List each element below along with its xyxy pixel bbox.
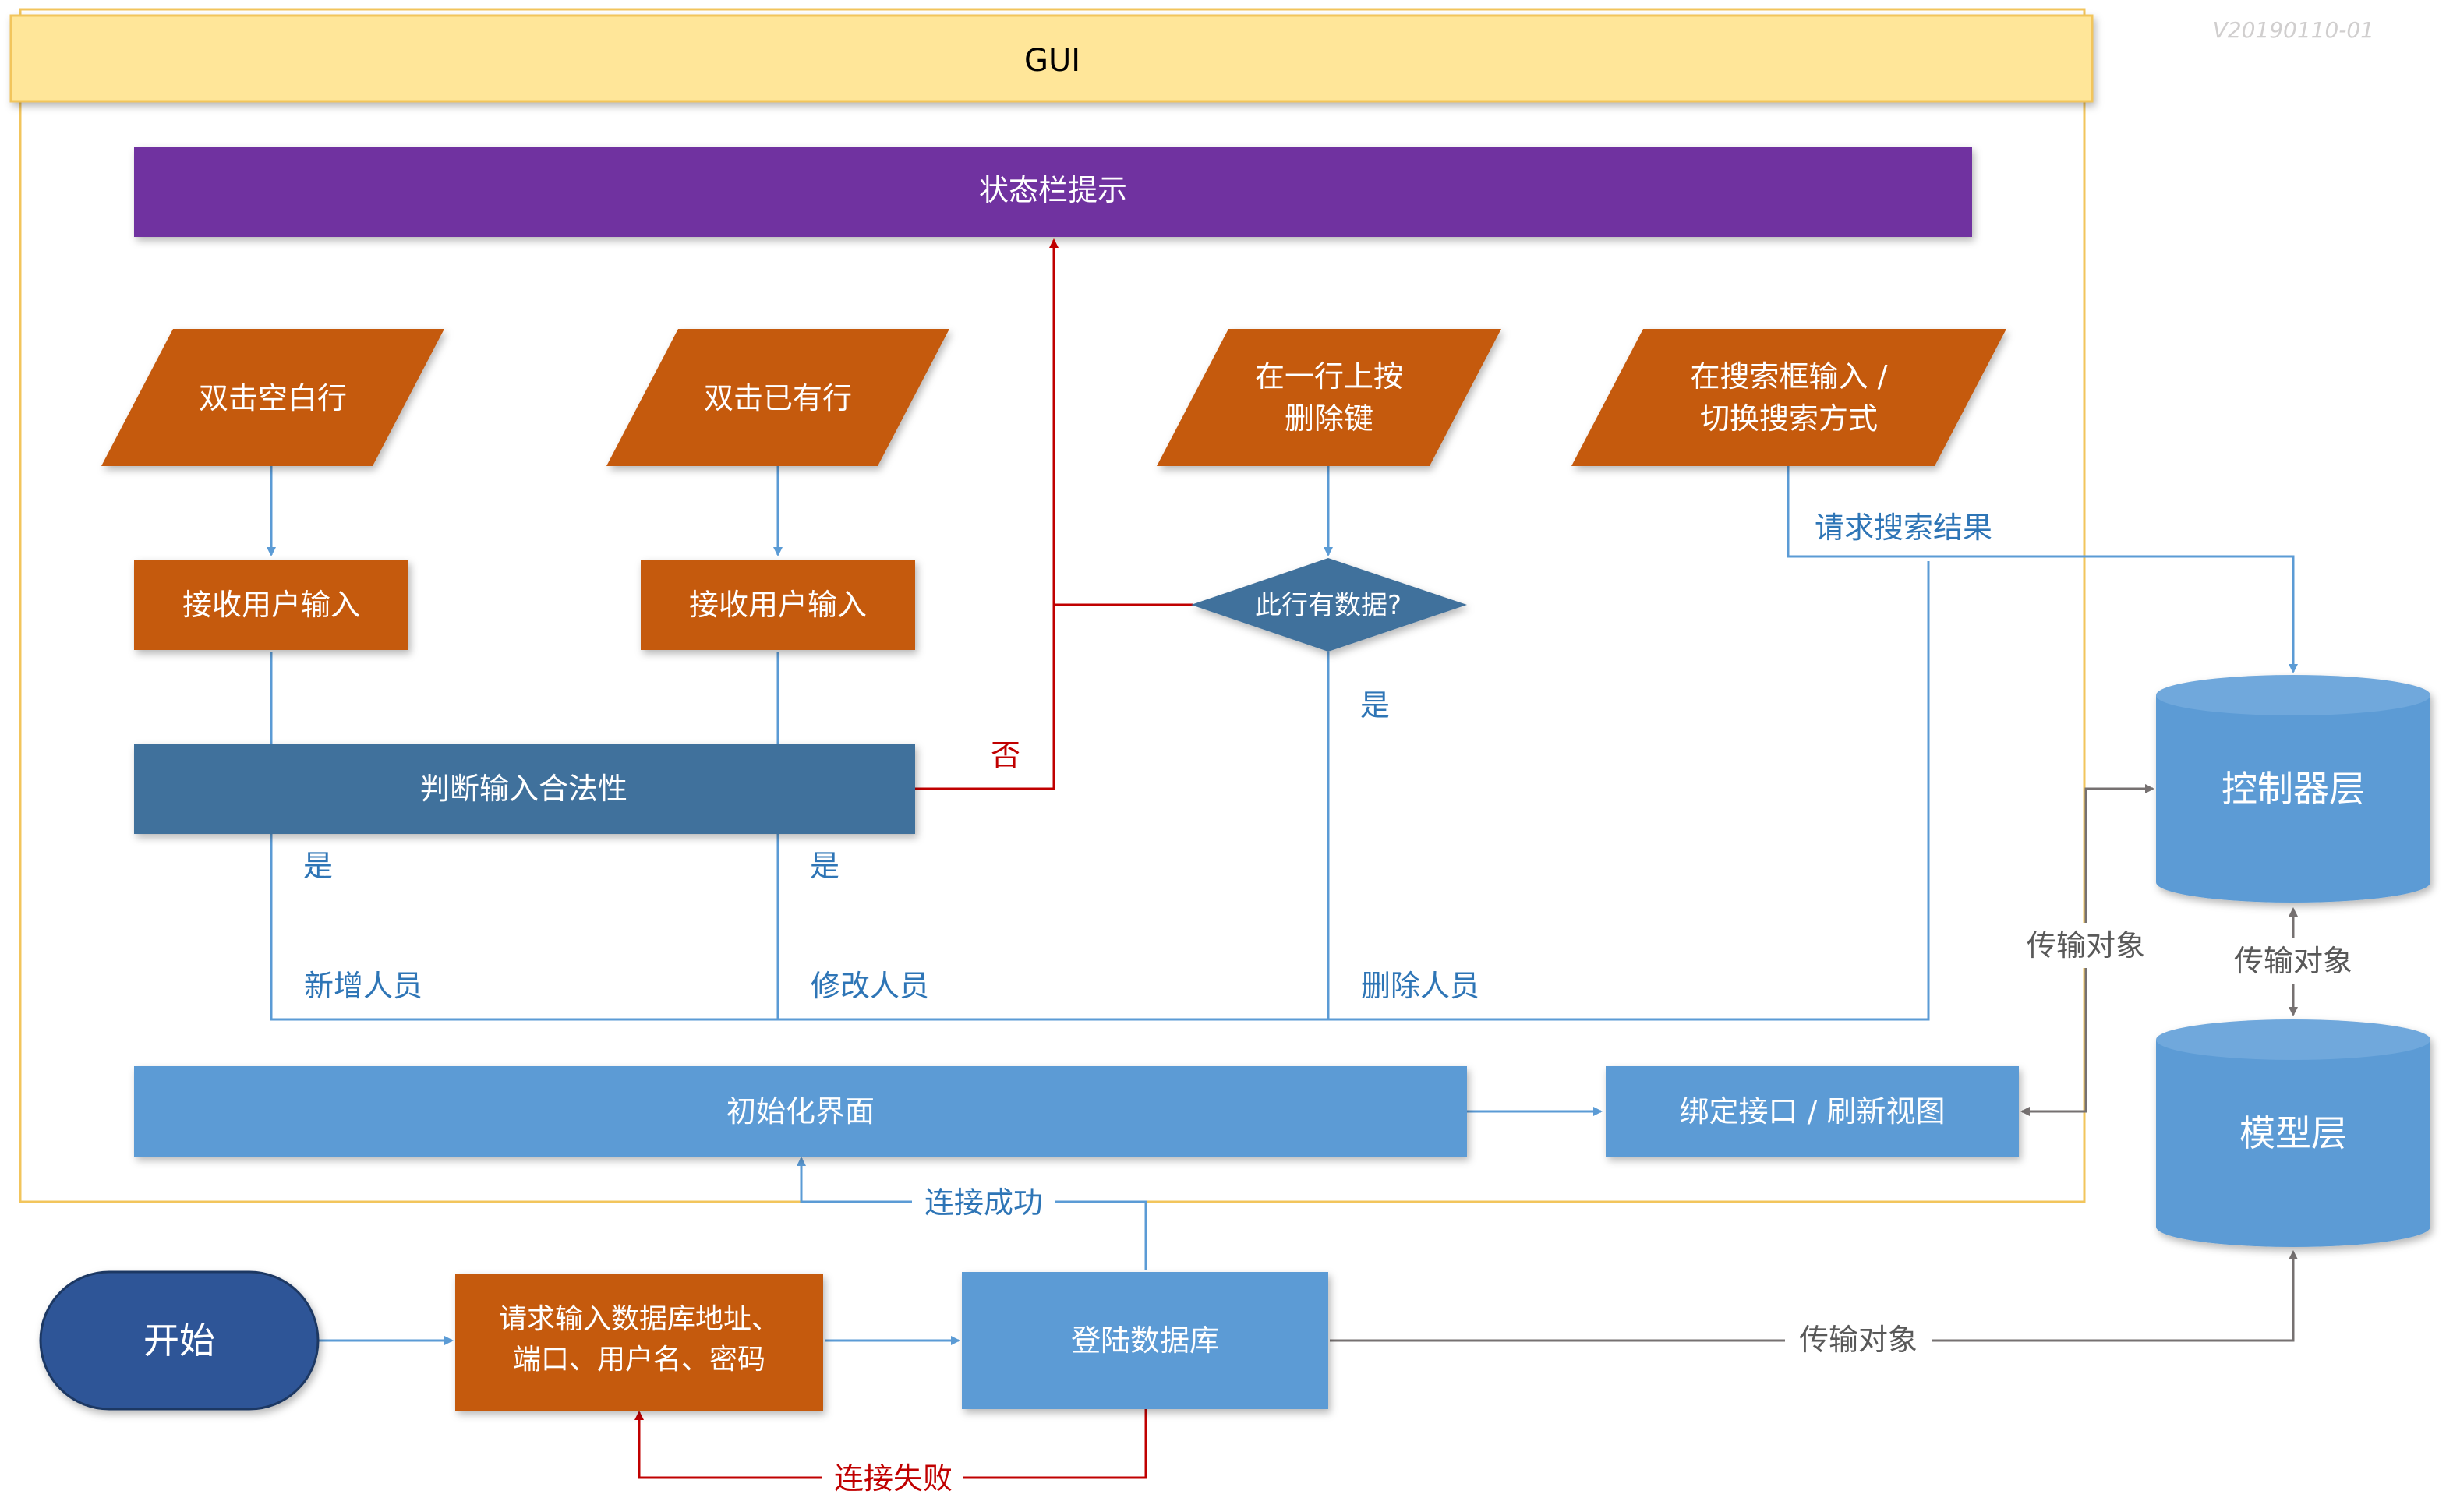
gui-header-title: GUI [1024, 43, 1080, 79]
label-add-person: 新增人员 [304, 969, 422, 1003]
input-search [1571, 329, 2006, 466]
layer-controller [2156, 675, 2430, 903]
layer-model-label: 模型层 [2239, 1112, 2347, 1154]
input-dblclick-blank-label: 双击空白行 [199, 381, 347, 415]
input-dblclick-existing [606, 329, 949, 466]
process-validate-input-label: 判断输入合法性 [420, 772, 627, 806]
label-yes-add: 是 [303, 849, 333, 883]
label-delete-person: 删除人员 [1361, 969, 1479, 1003]
start-node-label: 开始 [143, 1319, 215, 1362]
status-bar-label: 状态栏提示 [979, 173, 1127, 207]
process-bind-refresh [1606, 1066, 2019, 1157]
input-dblclick-existing-label: 双击已有行 [704, 381, 852, 415]
edge-login-model [1330, 1250, 2298, 1342]
label-connect-ok: 连接成功 [924, 1185, 1043, 1220]
input-dblclick-blank [101, 329, 444, 466]
edge-decision-no [1049, 238, 1193, 606]
label-yes-modify: 是 [810, 849, 839, 883]
input-search-line1: 在搜索框输入 / [1691, 359, 1888, 394]
label-connect-fail: 连接失败 [834, 1461, 953, 1496]
gui-header [9, 14, 2094, 103]
label-transfer-bind: 传输对象 [2027, 928, 2145, 963]
start-node [39, 1270, 320, 1411]
decision-has-data-label: 此行有数据? [1255, 590, 1402, 621]
label-no: 否 [991, 738, 1020, 772]
process-bind-refresh-label: 绑定接口 / 刷新视图 [1680, 1094, 1946, 1129]
label-transfer-model: 传输对象 [1799, 1323, 1918, 1357]
process-init-ui-label: 初始化界面 [726, 1094, 875, 1129]
version-label: V20190110-01 [2213, 17, 2374, 43]
input-delete-key [1157, 329, 1501, 466]
process-validate-input [134, 744, 915, 834]
label-modify-person: 修改人员 [811, 969, 929, 1003]
process-receive-input-1 [134, 560, 408, 650]
edge-search-controller [1787, 466, 2298, 673]
process-request-db-line2: 端口、用户名、密码 [513, 1344, 765, 1376]
process-init-ui [134, 1066, 1467, 1157]
process-login-db [962, 1272, 1328, 1409]
layer-model [2156, 1019, 2430, 1247]
label-yes-decision: 是 [1360, 688, 1390, 722]
input-search-line2: 切换搜索方式 [1700, 401, 1878, 436]
decision-has-data [1191, 558, 1467, 652]
process-request-db [455, 1274, 823, 1411]
process-receive-input-2 [641, 560, 915, 650]
input-delete-key-line2: 删除键 [1285, 401, 1373, 436]
input-delete-key-line1: 在一行上按 [1255, 359, 1403, 394]
edge-receive1-add [270, 561, 1930, 1021]
process-receive-input-1-label: 接收用户输入 [182, 588, 360, 622]
status-bar-box [134, 147, 1972, 237]
process-request-db-line1: 请求输入数据库地址、 [499, 1303, 779, 1335]
process-receive-input-2-label: 接收用户输入 [689, 588, 867, 622]
label-transfer-layers: 传输对象 [2234, 944, 2352, 978]
layer-controller-label: 控制器层 [2222, 768, 2365, 810]
process-login-db-label: 登陆数据库 [1071, 1323, 1219, 1358]
label-request-search: 请求搜索结果 [1815, 510, 1992, 545]
edge-validate-no [915, 605, 1055, 790]
